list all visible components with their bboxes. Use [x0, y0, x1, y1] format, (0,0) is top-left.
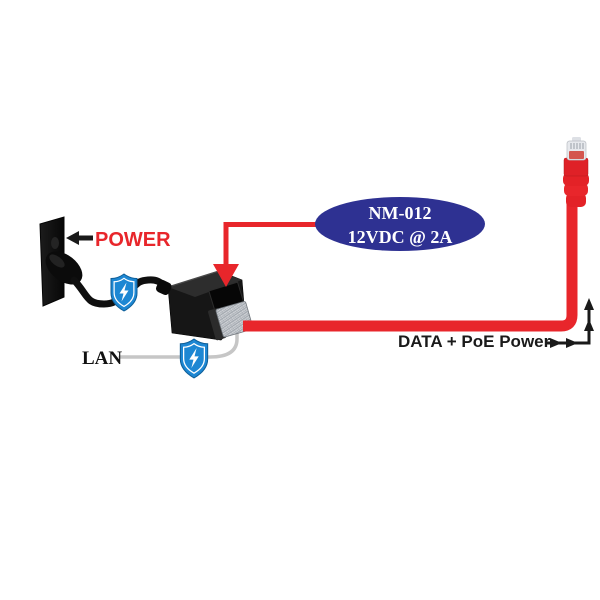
callout-arrow-down-icon	[213, 222, 318, 287]
callout-arrowhead	[213, 264, 239, 287]
callout-arrow-line	[223, 222, 318, 266]
flow-arrowhead-right	[566, 338, 578, 348]
callout-spec-text: 12VDC @ 2A	[348, 227, 453, 247]
flow-arrowhead-right	[550, 338, 562, 348]
poe-data-cable	[243, 204, 578, 332]
connector-cable-window	[569, 151, 584, 159]
plug-highlight	[49, 254, 65, 268]
callout-bubble	[315, 197, 485, 251]
flow-arrowhead-up	[584, 298, 594, 310]
power-label-group: POWER	[66, 229, 171, 251]
flow-arrow-right-up-icon	[545, 298, 594, 348]
power-arrow-left-icon	[66, 231, 93, 245]
boot-segment	[566, 193, 586, 207]
injector-edge-highlight	[167, 270, 220, 288]
surge-shield-lan-icon	[179, 338, 209, 379]
boot-segment	[564, 183, 588, 196]
cord-strain-relief	[156, 279, 172, 295]
model-callout: NM-012 12VDC @ 2A	[315, 197, 485, 251]
connector-red-body	[563, 157, 589, 177]
lan-cable	[118, 328, 239, 359]
flow-arrowhead-up	[584, 319, 594, 331]
rj45-red-connector	[563, 137, 589, 207]
data-poe-label-group: DATA + PoE Power	[398, 298, 594, 351]
lan-label: LAN	[82, 348, 122, 369]
power-label: POWER	[95, 229, 171, 251]
callout-model-text: NM-012	[369, 203, 432, 223]
data-poe-label: DATA + PoE Power	[398, 332, 551, 351]
outlet-socket	[51, 237, 59, 249]
power-plug	[45, 251, 83, 285]
connector-pins	[570, 143, 584, 149]
